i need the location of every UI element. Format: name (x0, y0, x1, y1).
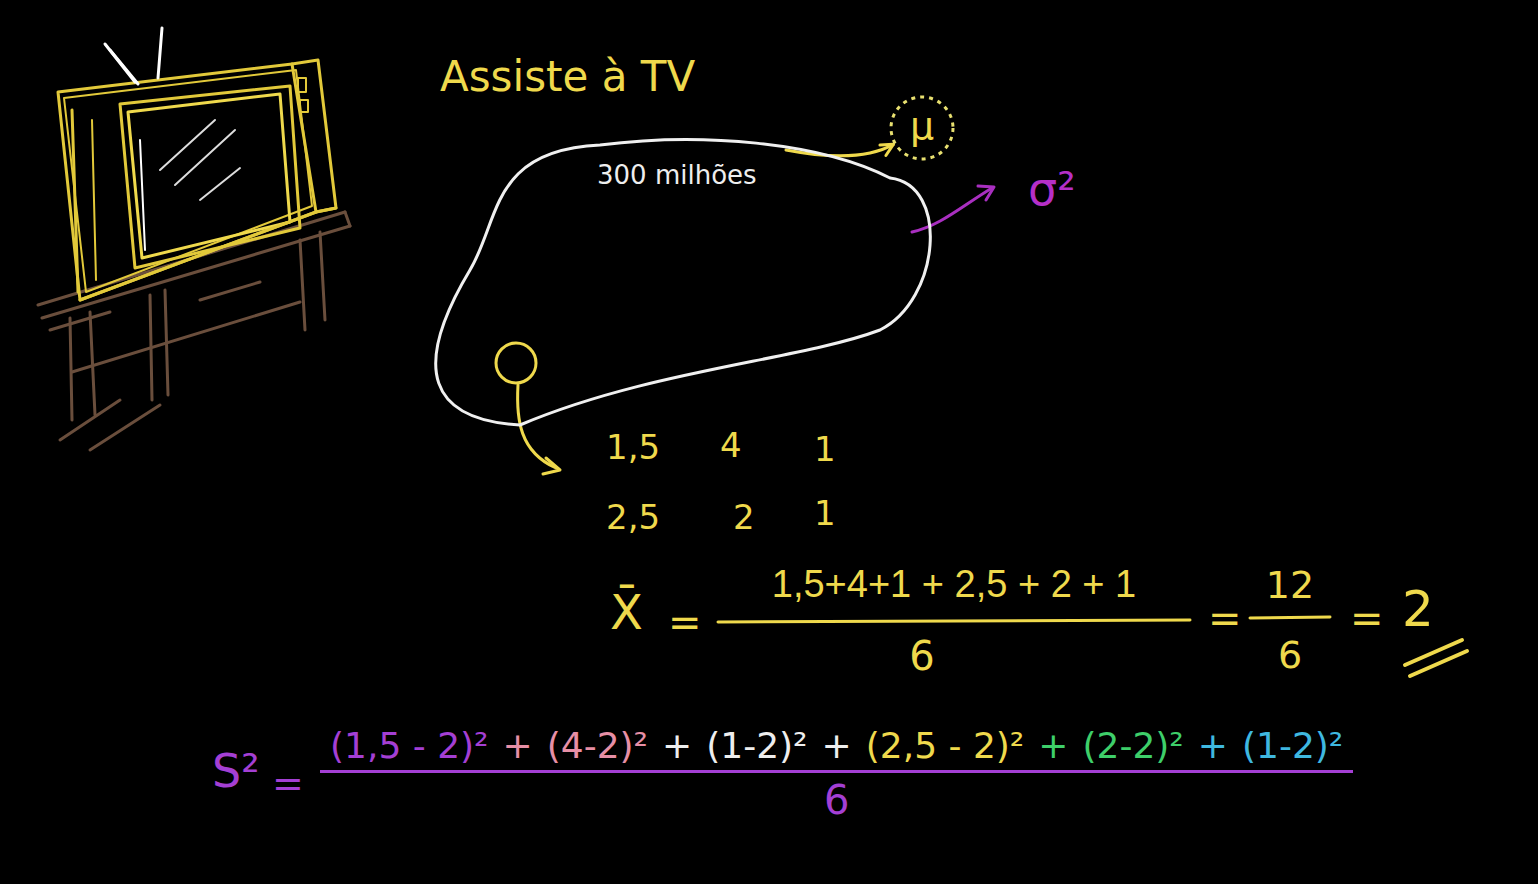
sketch-stroke (1405, 640, 1462, 665)
squared-term: (1-2)² (1242, 728, 1343, 764)
plus-sign: + (822, 728, 852, 764)
sketch-stroke (70, 318, 72, 420)
sketch-stroke (58, 64, 316, 300)
sample-value: 2 (733, 500, 755, 534)
sketch-stroke (90, 312, 95, 415)
sketch-stroke (140, 140, 145, 250)
node-text: μ (910, 107, 934, 145)
squared-term: (1,5 - 2)² (330, 728, 489, 764)
sketch-stroke (345, 212, 350, 226)
denominator: 6 (909, 636, 934, 676)
plus-sign: + (1038, 728, 1068, 764)
sketch-stroke (320, 232, 325, 320)
sigma-squared: σ² (1028, 166, 1076, 212)
squared-term: (2-2)² (1082, 728, 1183, 764)
sketch-stroke (60, 400, 120, 440)
title-text: Assiste à TV (440, 56, 695, 98)
plus-sign: + (1198, 728, 1228, 764)
sketch-stroke (175, 130, 235, 185)
sketch-stroke (496, 343, 536, 383)
sketch-stroke (50, 312, 110, 330)
plus-sign: + (662, 728, 692, 764)
sketch-stroke (1250, 617, 1330, 618)
sketch-stroke (38, 212, 350, 450)
sketch-stroke (158, 28, 162, 78)
sketch-stroke (92, 120, 96, 280)
sketch-stroke (160, 120, 215, 170)
sketch-stroke (140, 120, 240, 250)
squared-term: (1-2)² (706, 728, 807, 764)
equals-sign: = (272, 764, 304, 802)
sketch-stroke (110, 50, 138, 84)
fraction-bar (320, 770, 1353, 773)
sketch-stroke (105, 28, 162, 84)
node-text: 300 milhões (597, 162, 757, 188)
sketch-stroke (978, 186, 994, 200)
outline-stroke (891, 97, 953, 159)
sketch-stroke (90, 405, 160, 450)
sketch-stroke (518, 385, 556, 468)
numerator: 1,5+4+1 + 2,5 + 2 + 1 (772, 565, 1137, 603)
sketch-stroke (543, 458, 560, 474)
variance-numerator: (1,5 - 2)² + (4-2)² + (1-2)² + (2,5 - 2)² + (2-2… (330, 728, 1343, 764)
sketch-stroke (718, 620, 1190, 622)
sample-value: 2,5 (606, 500, 660, 534)
sketch-stroke (1410, 651, 1467, 676)
sketch-stroke (298, 78, 306, 92)
sketch-stroke (58, 60, 336, 300)
outline-stroke (436, 140, 931, 425)
equals-sign: = (668, 602, 702, 642)
sketch-stroke (72, 110, 78, 292)
sketch-stroke (292, 60, 336, 212)
sketch-stroke (300, 100, 308, 112)
sample-value: 1 (814, 496, 836, 530)
sketch-stroke (120, 86, 300, 268)
equals-sign: = (1350, 598, 1384, 638)
sketch-stroke (80, 208, 336, 300)
denominator: 6 (1278, 636, 1302, 674)
equals-sign: = (1208, 598, 1242, 638)
mean-symbol: X̄ (610, 588, 643, 636)
numerator: 12 (1266, 566, 1314, 604)
mu-circle: μ (888, 94, 956, 162)
result-value: 2 (1402, 584, 1434, 634)
squared-term: (2,5 - 2)² (866, 728, 1025, 764)
variance-symbol: S² (212, 748, 260, 794)
sketch-stroke (912, 188, 992, 232)
sample-value: 1 (814, 432, 836, 466)
population-blob: 300 milhões (415, 128, 955, 440)
denominator: 6 (824, 780, 849, 820)
squared-term: (4-2)² (547, 728, 648, 764)
sketch-stroke (200, 168, 240, 200)
sample-value: 1,5 (606, 430, 660, 464)
sketch-stroke (38, 28, 1467, 676)
sample-value: 4 (720, 428, 742, 462)
sketch-stroke (300, 240, 305, 330)
sketch-stroke (128, 94, 290, 258)
plus-sign: + (503, 728, 533, 764)
sketch-stroke (200, 282, 260, 300)
